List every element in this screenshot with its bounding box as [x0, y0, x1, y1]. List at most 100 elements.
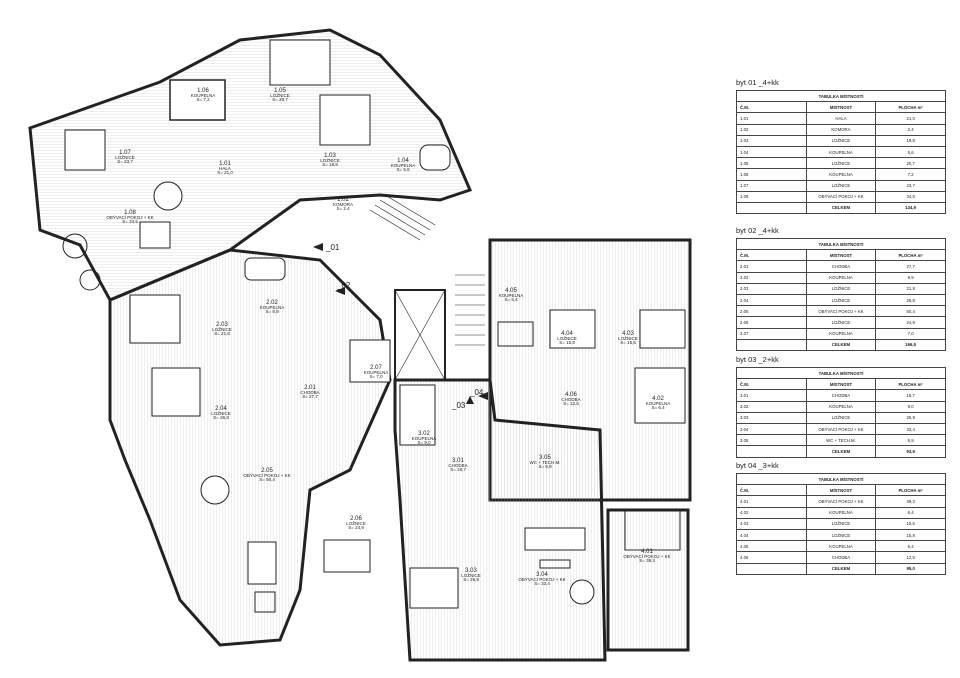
- unit-marker-01: _01: [313, 243, 340, 252]
- svg-text:LOŽNICE: LOŽNICE: [270, 91, 290, 98]
- cell: 1.04: [736, 145, 807, 159]
- cell: CHODBA: [805, 260, 877, 273]
- cell: 1.08: [736, 190, 807, 203]
- svg-text:KOUPELNA: KOUPELNA: [646, 401, 671, 406]
- svg-text:_04: _04: [469, 388, 484, 397]
- svg-text:S= 21,8: S= 21,8: [214, 331, 230, 336]
- cell: 1.01: [736, 112, 807, 125]
- cell: [736, 338, 807, 351]
- cell: 19,8: [875, 134, 946, 147]
- svg-text:4.03: 4.03: [622, 331, 634, 337]
- total-label: CELKEM: [805, 338, 877, 351]
- svg-text:S= 26,8: S= 26,8: [213, 415, 229, 420]
- room-table-byt-04: byt 04 _3+kk TABULKA MÍSTNOSTÍ Č.M. MÍST…: [736, 461, 946, 575]
- cell: 3.04: [736, 422, 807, 436]
- cell: 7,2: [875, 168, 946, 181]
- cell: 39,3: [875, 495, 946, 508]
- cell: 8,9: [875, 271, 946, 284]
- cell: 3.05: [736, 434, 807, 447]
- cell: KOUPELNA: [805, 540, 877, 553]
- cell: 1.02: [736, 123, 807, 136]
- cell: 26,8: [875, 293, 946, 307]
- cell: CHODBA: [805, 389, 877, 402]
- room-table: TABULKA MÍSTNOSTÍ Č.M. MÍSTNOST PLOCHA m…: [736, 366, 946, 458]
- svg-text:1.07: 1.07: [119, 150, 131, 156]
- svg-text:KOMORA: KOMORA: [333, 202, 353, 207]
- table-caption-row: TABULKA MÍSTNOSTÍ: [736, 472, 946, 486]
- cell: 20,7: [875, 157, 946, 170]
- svg-text:1.06: 1.06: [197, 88, 209, 94]
- svg-text:2.05: 2.05: [261, 468, 273, 474]
- cell: 5,4: [875, 540, 946, 553]
- svg-text:S= 21,0: S= 21,0: [217, 170, 233, 175]
- cell: OBÝVACÍ POKOJ + KK: [805, 190, 877, 203]
- svg-text:S= 24,9: S= 24,9: [348, 525, 364, 530]
- cell: 3.03: [736, 411, 807, 424]
- svg-text:KOUPELNA: KOUPELNA: [364, 370, 389, 375]
- table-caption-row: TABULKA MÍSTNOSTÍ: [736, 366, 946, 380]
- table-title: byt 02 _4+kk: [736, 226, 779, 235]
- cell: 3.01: [736, 389, 807, 402]
- header-cell: PLOCHA m²: [875, 378, 946, 391]
- room-tables: byt 01 _4+kk TABULKA MÍSTNOSTÍ Č.M. MÍST…: [736, 0, 946, 678]
- svg-text:LOŽNICE: LOŽNICE: [618, 334, 638, 341]
- header-cell: MÍSTNOST: [805, 101, 877, 114]
- svg-text:3.02: 3.02: [418, 431, 430, 437]
- svg-text:S= 8,9: S= 8,9: [265, 309, 279, 314]
- cell: 21,0: [875, 112, 946, 125]
- room-table: TABULKA MÍSTNOSTÍ Č.M. MÍSTNOST PLOCHA m…: [736, 237, 946, 351]
- cell: 5,9: [875, 434, 946, 447]
- header-cell: PLOCHA m²: [875, 484, 946, 497]
- total-label: CELKEM: [805, 445, 877, 458]
- svg-text:OBÝVACÍ POKOJ + KK: OBÝVACÍ POKOJ + KK: [106, 214, 153, 220]
- unit-marker-04: _04: [469, 388, 488, 400]
- svg-text:4.05: 4.05: [505, 288, 517, 294]
- cell: LOŽNICE: [805, 293, 877, 307]
- svg-text:CHODBA: CHODBA: [300, 390, 319, 395]
- header-cell: Č.M.: [736, 484, 807, 497]
- table-title: byt 01 _4+kk: [736, 78, 779, 87]
- table-caption-row: TABULKA MÍSTNOSTÍ: [736, 237, 946, 251]
- cell: 26,9: [875, 411, 946, 424]
- cell: 2.04: [736, 293, 807, 307]
- cell: LOŽNICE: [805, 528, 877, 542]
- cell: 2,4: [875, 123, 946, 136]
- cell: KOUPELNA: [805, 506, 877, 519]
- svg-text:S= 2,4: S= 2,4: [336, 206, 350, 211]
- svg-text:S= 7,2: S= 7,2: [196, 97, 210, 102]
- svg-text:S= 15,8: S= 15,8: [559, 340, 575, 345]
- svg-text:2.07: 2.07: [370, 365, 382, 371]
- unit-markers: _01 _02 _03 _04: [313, 243, 488, 410]
- total-value: 95,0: [875, 562, 946, 575]
- svg-text:S= 50,4: S= 50,4: [259, 477, 275, 482]
- table-header-row: Č.M. MÍSTNOST PLOCHA m²: [736, 101, 946, 114]
- svg-text:4.06: 4.06: [565, 392, 577, 398]
- header-cell: PLOCHA m²: [875, 249, 946, 262]
- svg-text:3.04: 3.04: [536, 572, 548, 578]
- cell: 7,0: [875, 327, 946, 340]
